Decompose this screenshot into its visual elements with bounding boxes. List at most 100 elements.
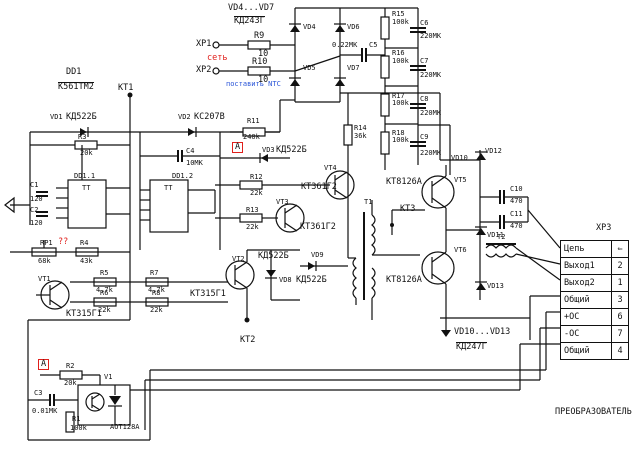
label-vt4-type: КТ361Г2 bbox=[301, 182, 337, 192]
label-r3: R3 bbox=[78, 133, 87, 141]
label-vt3: VT3 bbox=[276, 198, 289, 206]
label-kt2: КТ2 bbox=[240, 335, 256, 345]
marker-a-top: А bbox=[232, 142, 244, 153]
label-c1-value: 120 bbox=[30, 195, 43, 203]
label-vd6: VD6 bbox=[347, 23, 360, 31]
label-vd9-type: КД522Б bbox=[296, 275, 327, 285]
label-r6: R6 bbox=[100, 289, 109, 297]
label-r5-value: 4.7k bbox=[96, 286, 113, 294]
label-vt5: VT5 bbox=[454, 176, 467, 184]
label-r14: R14 bbox=[354, 124, 367, 132]
label-dd1-2-tt: TT bbox=[164, 184, 173, 192]
label-vd3: VD3 bbox=[262, 146, 275, 154]
label-vd5: VD5 bbox=[303, 64, 316, 72]
label-vt2-type: КТ315Г1 bbox=[190, 289, 226, 299]
label-vd9: VD9 bbox=[311, 251, 324, 259]
label-vd12: VD12 bbox=[485, 147, 502, 155]
label-v1: V1 bbox=[104, 373, 113, 381]
label-c10: C10 bbox=[510, 185, 523, 193]
label-k561tm2: К561ТМ2 bbox=[58, 82, 94, 92]
label-r14-value: 36k bbox=[354, 132, 367, 140]
output-stage bbox=[127, 151, 561, 440]
label-vd8: VD8 bbox=[279, 276, 292, 284]
label-r11-value: 240k bbox=[243, 133, 260, 141]
label-xp2: XP2 bbox=[196, 65, 212, 75]
label-vd10: VD10 bbox=[451, 154, 468, 162]
feedback-optocoupler bbox=[27, 320, 150, 441]
label-c4-value: 10МК bbox=[186, 159, 203, 167]
label-r4-value: 43k bbox=[80, 257, 93, 265]
label-r12-value: 22k bbox=[250, 189, 263, 197]
label-kt1: КТ1 bbox=[118, 83, 134, 93]
label-vd1: VD1 bbox=[50, 113, 63, 121]
label-dd1-1: DD1.1 bbox=[74, 172, 96, 180]
label-vt2: VT2 bbox=[232, 255, 245, 263]
label-r7: R7 bbox=[150, 269, 159, 277]
label-dd1: DD1 bbox=[66, 67, 82, 77]
label-xp1: XP1 bbox=[196, 39, 212, 49]
label-c11: C11 bbox=[510, 210, 523, 218]
label-kt3: КТ3 bbox=[400, 204, 416, 214]
label-rp1: RP1 bbox=[40, 239, 53, 247]
xp3-pin-number: 7 bbox=[611, 325, 629, 343]
label-r1-value: 100k bbox=[70, 424, 87, 432]
label-dd1-2: DD1.2 bbox=[172, 172, 194, 180]
marker-a-top-label: А bbox=[235, 142, 241, 152]
label-dd1-1-tt: TT bbox=[82, 184, 91, 192]
label-rp1-value: 68k bbox=[38, 257, 51, 265]
xp3-pin-number: 4 bbox=[611, 342, 629, 360]
label-r10-value: 10 bbox=[258, 75, 269, 85]
label-r15: R15 bbox=[392, 10, 405, 18]
label-c8: C8 bbox=[420, 95, 429, 103]
xp3-pin-name: Общий bbox=[560, 342, 612, 360]
label-c6-value: 220МК bbox=[420, 32, 442, 40]
label-c1: C1 bbox=[30, 181, 39, 189]
label-r2-value: 20k bbox=[64, 379, 77, 387]
label-r16-value: 100k bbox=[392, 57, 409, 65]
label-vt1-type: КТ315Г1 bbox=[66, 309, 102, 319]
label-vd11: VD11 bbox=[487, 231, 504, 239]
label-c8-value: 220МК bbox=[420, 109, 442, 117]
label-vd2: VD2 bbox=[178, 113, 191, 121]
xp3-pin-name: -ОС bbox=[560, 325, 612, 343]
label-c9-value: 220МК bbox=[420, 149, 442, 157]
label-kd247g: КД247Г bbox=[456, 342, 487, 352]
label-c2-value: 120 bbox=[30, 219, 43, 227]
label-c5-value: 0.22МК bbox=[332, 41, 358, 49]
label-c10-value: 470 bbox=[510, 197, 523, 205]
label-r6-value: 22k bbox=[98, 306, 111, 314]
label-r4: R4 bbox=[80, 239, 89, 247]
annotation-ntc: поставить NTC bbox=[226, 80, 281, 88]
label-vt4: VT4 bbox=[324, 164, 337, 172]
label-c3-value: 0.01МК bbox=[32, 407, 58, 415]
xp3-pin-number: ⇐ bbox=[611, 240, 629, 258]
marker-a-bottom-label: А bbox=[41, 359, 47, 369]
label-r13: R13 bbox=[246, 206, 259, 214]
xp3-pin-name: Выход2 bbox=[560, 274, 612, 292]
label-vd10-vd13: VD10...VD13 bbox=[454, 327, 511, 337]
label-r7-value: 4.7k bbox=[148, 286, 165, 294]
label-r11: R11 bbox=[247, 117, 260, 125]
xp3-pin-name: Выход1 bbox=[560, 257, 612, 275]
xp3-pin-number: 3 bbox=[611, 291, 629, 309]
label-vt6: VT6 bbox=[454, 246, 467, 254]
xp3-pin-number: 2 bbox=[611, 257, 629, 275]
label-vd3-type: КД522Б bbox=[276, 145, 307, 155]
label-r2: R2 bbox=[66, 362, 75, 370]
label-vd4: VD4 bbox=[303, 23, 316, 31]
label-vd2-type: КС207В bbox=[194, 112, 225, 122]
label-kd243g: КД243Г bbox=[234, 16, 265, 26]
xp3-pin-number: 1 bbox=[611, 274, 629, 292]
label-vd8-type: КД522Б bbox=[258, 251, 289, 261]
label-r8-value: 22k bbox=[150, 306, 163, 314]
label-r12: R12 bbox=[250, 173, 263, 181]
label-vd13: VD13 bbox=[487, 282, 504, 290]
